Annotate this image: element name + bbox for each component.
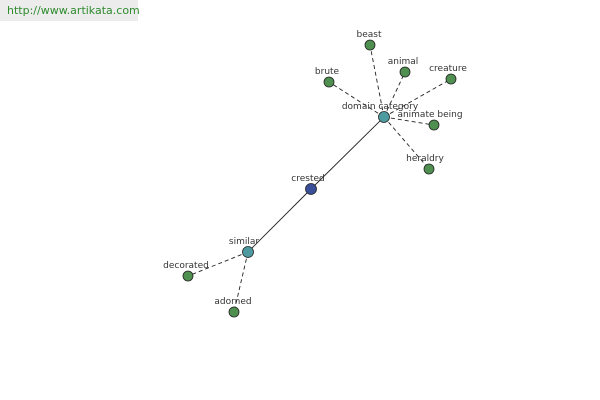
node-decorated[interactable] — [182, 270, 194, 282]
node-crested[interactable] — [305, 183, 317, 195]
node-heraldry[interactable] — [423, 163, 435, 175]
edge-domain-category-beast — [369, 44, 385, 118]
edge-domain-category-animal — [383, 71, 406, 118]
node-label-brute[interactable]: brute — [315, 67, 340, 77]
node-animal[interactable] — [399, 66, 411, 78]
node-label-heraldry[interactable]: heraldry — [406, 154, 444, 164]
edge-crested-similar — [247, 188, 312, 253]
edge-domain-category-heraldry — [383, 116, 430, 170]
node-label-animate-being[interactable]: animate being — [397, 110, 462, 120]
labels-layer: crested domain category similar beast animal… — [163, 30, 467, 307]
node-creature[interactable] — [445, 73, 457, 85]
url-banner[interactable]: http://www.artikata.com — [0, 0, 140, 21]
node-label-similar[interactable]: similar — [229, 237, 259, 247]
node-label-decorated[interactable]: decorated — [163, 261, 209, 271]
node-label-crested[interactable]: crested — [291, 174, 324, 184]
edge-domain-category-brute — [328, 81, 385, 118]
node-label-domain-category[interactable]: domain category — [342, 102, 419, 112]
edge-similar-decorated — [187, 251, 249, 277]
node-adorned[interactable] — [228, 306, 240, 318]
edge-domain-category-creature — [383, 78, 452, 118]
node-label-creature[interactable]: creature — [429, 64, 467, 74]
node-label-beast[interactable]: beast — [357, 30, 382, 40]
node-brute[interactable] — [323, 76, 335, 88]
edge-similar-adorned — [233, 251, 249, 313]
edges-layer — [187, 44, 452, 313]
node-animate-being[interactable] — [428, 119, 440, 131]
node-label-adorned[interactable]: adorned — [214, 297, 251, 307]
nodes-layer — [182, 39, 457, 318]
edge-domain-category-animate-being — [383, 116, 435, 126]
node-similar[interactable] — [242, 246, 254, 258]
node-domain-category[interactable] — [378, 111, 390, 123]
node-beast[interactable] — [364, 39, 376, 51]
node-label-animal[interactable]: animal — [388, 57, 419, 67]
edge-crested-domain-category — [310, 116, 385, 190]
